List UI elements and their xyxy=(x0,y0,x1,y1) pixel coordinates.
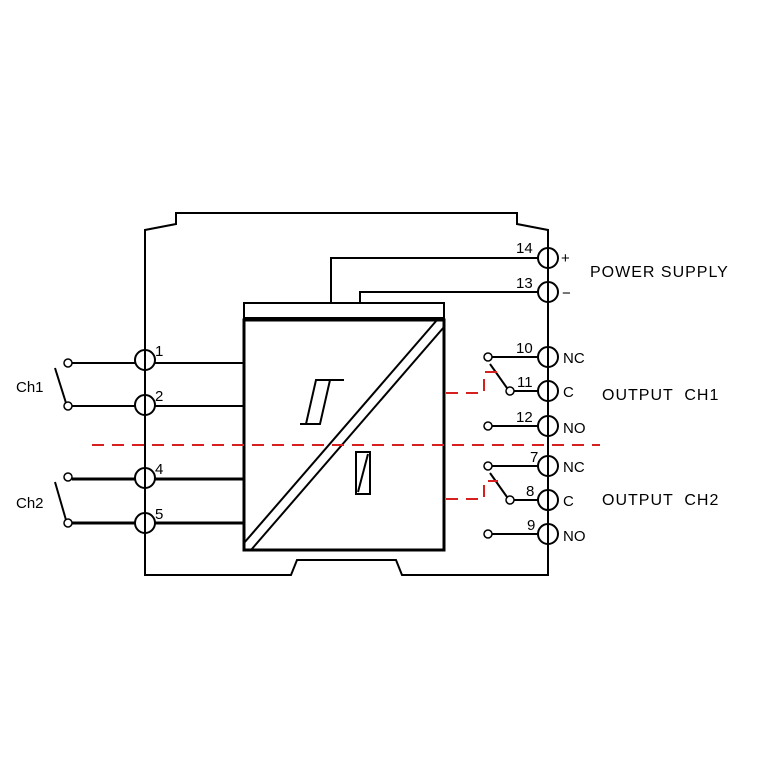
plus-sign: + xyxy=(561,250,570,267)
out2-c-label: C xyxy=(563,493,574,510)
out2-coupling xyxy=(446,480,498,500)
power-wiring: 14 13 + − POWER SUPPLY xyxy=(330,240,729,303)
output-contact-symbol xyxy=(355,451,371,495)
out2-nc-label: NC xyxy=(563,459,585,476)
input-ch1: 1 2 Ch1 xyxy=(16,343,244,416)
output-ch1: 10 11 12 NC C NO OUTPUT CH1 xyxy=(446,340,719,437)
module-diagonal-2 xyxy=(250,326,445,551)
out1-no-label: NO xyxy=(563,420,586,437)
out1-switch-blade xyxy=(489,363,508,389)
power-minus-wire xyxy=(359,291,538,303)
power-supply-label: POWER SUPPLY xyxy=(590,264,729,281)
output-ch1-label: OUTPUT CH1 xyxy=(602,387,719,404)
housing-outline xyxy=(144,212,549,576)
terminal-8-label: 8 xyxy=(526,483,534,500)
terminal-2-label: 2 xyxy=(155,388,163,405)
minus-sign: − xyxy=(562,285,571,302)
ch1-label: Ch1 xyxy=(16,379,44,396)
terminal-13-label: 13 xyxy=(516,275,533,292)
out1-no-dot xyxy=(483,421,493,431)
terminal-1-label: 1 xyxy=(155,343,163,360)
ch2-label: Ch2 xyxy=(16,495,44,512)
out1-coupling xyxy=(446,371,498,394)
ch2-contact-dot-top xyxy=(63,472,73,482)
ch1-contact-dot-top xyxy=(63,358,73,368)
output-ch2-label: OUTPUT CH2 xyxy=(602,492,719,509)
module-top-bar xyxy=(243,302,445,319)
isolator-module xyxy=(242,302,446,552)
input-ch2: 4 5 Ch2 xyxy=(16,461,244,534)
out1-c-dot xyxy=(505,386,515,396)
output-ch2: 7 8 9 NC C NO OUTPUT CH2 xyxy=(446,449,719,545)
out1-c-label: C xyxy=(563,384,574,401)
module-diagonal-1 xyxy=(243,319,438,544)
terminal-14-label: 14 xyxy=(516,240,533,257)
output-contact-slash xyxy=(357,453,369,493)
terminal-11-label: 11 xyxy=(517,374,533,391)
terminal-9-label: 9 xyxy=(527,517,535,534)
ch2-switch-blade xyxy=(54,481,67,521)
out1-nc-dot xyxy=(483,352,493,362)
hysteresis-symbol xyxy=(300,379,344,425)
terminal-4-label: 4 xyxy=(155,461,163,478)
module-body xyxy=(242,318,446,552)
out2-no-label: NO xyxy=(563,528,586,545)
out1-nc-label: NC xyxy=(563,350,585,367)
terminal-7-label: 7 xyxy=(530,449,538,466)
terminal-5-label: 5 xyxy=(155,506,163,523)
ch1-switch-blade xyxy=(54,367,67,404)
out2-switch-blade xyxy=(489,472,508,498)
out2-no-dot xyxy=(483,529,493,539)
out2-nc-dot xyxy=(483,461,493,471)
out2-c-dot xyxy=(505,495,515,505)
terminal-10-label: 10 xyxy=(516,340,533,357)
power-plus-wire xyxy=(330,257,538,303)
terminal-12-label: 12 xyxy=(516,409,533,426)
